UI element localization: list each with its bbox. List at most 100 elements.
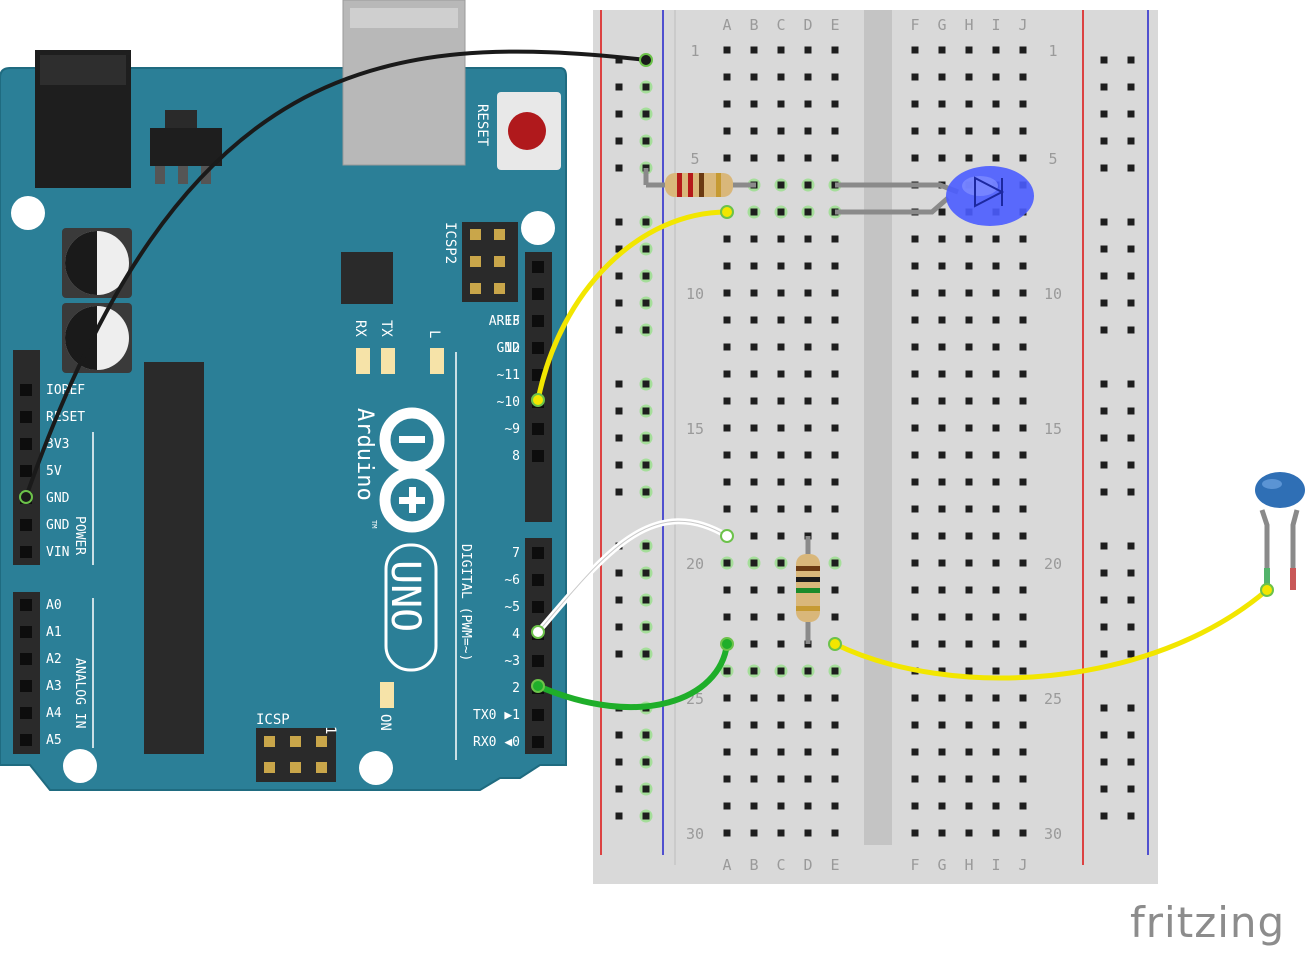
breadboard-hole bbox=[938, 694, 946, 702]
breadboard-hole bbox=[831, 559, 839, 567]
analog-pin bbox=[20, 653, 32, 665]
breadboard-hole bbox=[1019, 586, 1027, 594]
breadboard-hole bbox=[965, 127, 973, 135]
rail-hole bbox=[615, 164, 623, 172]
rail-hole bbox=[615, 326, 623, 334]
breadboard-hole bbox=[723, 127, 731, 135]
digital-pin-label: 2 bbox=[512, 681, 520, 696]
rail-hole bbox=[615, 812, 623, 820]
breadboard-hole bbox=[777, 316, 785, 324]
power-pin bbox=[20, 546, 32, 558]
breadboard-hole bbox=[911, 289, 919, 297]
breadboard-hole bbox=[750, 73, 758, 81]
breadboard-hole bbox=[992, 100, 1000, 108]
breadboard-hole bbox=[723, 748, 731, 756]
breadboard-hole bbox=[992, 343, 1000, 351]
rail-hole bbox=[1127, 434, 1135, 442]
breadboard-hole bbox=[1019, 262, 1027, 270]
breadboard-hole bbox=[911, 370, 919, 378]
rail-hole bbox=[1127, 110, 1135, 118]
icsp2-pin bbox=[494, 283, 505, 294]
breadboard-hole bbox=[938, 559, 946, 567]
breadboard-hole bbox=[938, 829, 946, 837]
breadboard-hole bbox=[750, 721, 758, 729]
rail-hole bbox=[1100, 785, 1108, 793]
rail-hole bbox=[1100, 596, 1108, 604]
rail-hole bbox=[642, 650, 650, 658]
breadboard-hole bbox=[723, 424, 731, 432]
rail-hole bbox=[642, 137, 650, 145]
breadboard-hole bbox=[723, 235, 731, 243]
wire-yellow-pin12 bbox=[535, 209, 728, 401]
breadboard-hole bbox=[965, 829, 973, 837]
rail-hole bbox=[1127, 650, 1135, 658]
breadboard-column-label: G bbox=[937, 16, 946, 34]
breadboard-hole bbox=[777, 802, 785, 810]
rail-hole bbox=[1127, 137, 1135, 145]
breadboard-row-label: 5 bbox=[1048, 150, 1057, 168]
rail-hole bbox=[1127, 461, 1135, 469]
tx-label: TX bbox=[378, 320, 394, 337]
breadboard-hole bbox=[911, 478, 919, 486]
breadboard-hole bbox=[804, 802, 812, 810]
rail-hole bbox=[1100, 731, 1108, 739]
rail-hole bbox=[642, 542, 650, 550]
breadboard-row-label: 10 bbox=[686, 285, 704, 303]
rail-hole bbox=[1127, 758, 1135, 766]
wire-endpoint bbox=[720, 529, 734, 543]
breadboard-hole bbox=[804, 154, 812, 162]
icsp-pin bbox=[316, 762, 327, 773]
power-pin-label: GND bbox=[46, 491, 70, 506]
rail-hole bbox=[1100, 299, 1108, 307]
breadboard-hole bbox=[777, 532, 785, 540]
wire-endpoint bbox=[639, 53, 653, 67]
wire-endpoint bbox=[531, 679, 545, 693]
rail-hole bbox=[1127, 380, 1135, 388]
breadboard-hole bbox=[804, 208, 812, 216]
breadboard-hole bbox=[750, 451, 758, 459]
icsp2-pin bbox=[494, 256, 505, 267]
breadboard-hole bbox=[965, 586, 973, 594]
breadboard-hole bbox=[1019, 613, 1027, 621]
breadboard-column-label: H bbox=[964, 856, 973, 874]
breadboard-hole bbox=[992, 478, 1000, 486]
breadboard-hole bbox=[911, 343, 919, 351]
breadboard-hole bbox=[723, 505, 731, 513]
breadboard-hole bbox=[777, 559, 785, 567]
breadboard-hole bbox=[804, 748, 812, 756]
breadboard-row-label: 25 bbox=[1044, 690, 1062, 708]
breadboard-column-label: H bbox=[964, 16, 973, 34]
rail-hole bbox=[1127, 596, 1135, 604]
breadboard-hole bbox=[723, 289, 731, 297]
breadboard-column-label: F bbox=[910, 856, 919, 874]
breadboard-hole bbox=[992, 532, 1000, 540]
breadboard-hole bbox=[992, 559, 1000, 567]
breadboard-row-label: 1 bbox=[690, 42, 699, 60]
digital-pin bbox=[532, 342, 544, 354]
rail-hole bbox=[1127, 731, 1135, 739]
rail-hole bbox=[1100, 704, 1108, 712]
breadboard-hole bbox=[965, 451, 973, 459]
breadboard-row-label: 1 bbox=[1048, 42, 1057, 60]
rail-hole bbox=[642, 326, 650, 334]
power-label: POWER bbox=[72, 516, 87, 555]
breadboard-hole bbox=[1019, 559, 1027, 567]
icsp-pin bbox=[264, 762, 275, 773]
power-pin-label: GND bbox=[46, 518, 70, 533]
digital-pin-label: AREF bbox=[489, 314, 520, 329]
reset-button[interactable] bbox=[497, 92, 561, 170]
mount-hole bbox=[359, 751, 393, 785]
breadboard-hole bbox=[1019, 154, 1027, 162]
power-pin-label: VIN bbox=[46, 545, 69, 560]
breadboard-hole bbox=[831, 613, 839, 621]
analog-pin bbox=[20, 680, 32, 692]
on-led bbox=[380, 682, 394, 708]
breadboard-hole bbox=[804, 775, 812, 783]
breadboard-hole bbox=[777, 451, 785, 459]
breadboard-hole bbox=[992, 73, 1000, 81]
rail-hole bbox=[615, 218, 623, 226]
breadboard-hole bbox=[911, 100, 919, 108]
breadboard-hole bbox=[911, 505, 919, 513]
digital-header-bottom bbox=[525, 538, 552, 754]
